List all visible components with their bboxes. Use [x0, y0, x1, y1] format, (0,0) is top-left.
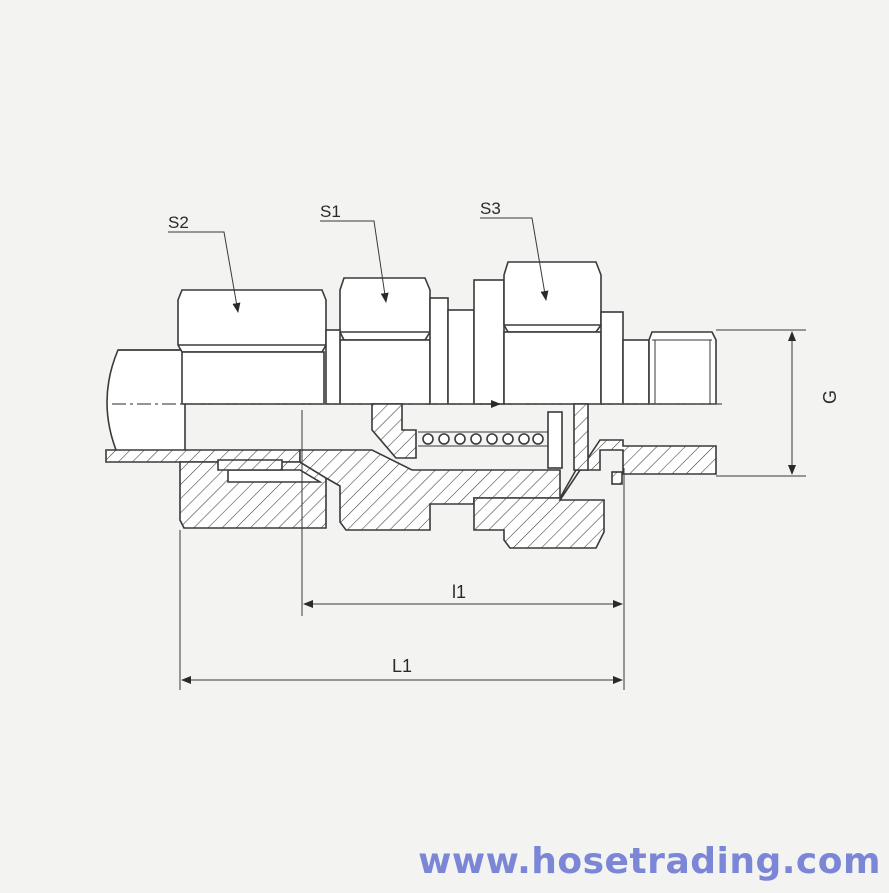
label-l1: L1	[392, 656, 412, 676]
label-s3: S3	[480, 199, 501, 218]
nut-s2	[178, 290, 326, 404]
middle-collar	[430, 280, 504, 404]
label-s1: S1	[320, 202, 341, 221]
watermark-text: www.hosetrading.com	[418, 841, 881, 882]
label-s2: S2	[168, 213, 189, 232]
spring	[418, 412, 562, 468]
nut-s1	[326, 278, 430, 404]
label-l1-small: l1	[452, 582, 466, 602]
nut-s3	[504, 262, 649, 404]
label-g: G	[820, 390, 840, 404]
tube	[107, 350, 185, 455]
dimension-g	[716, 330, 806, 476]
thread-end	[649, 332, 716, 404]
